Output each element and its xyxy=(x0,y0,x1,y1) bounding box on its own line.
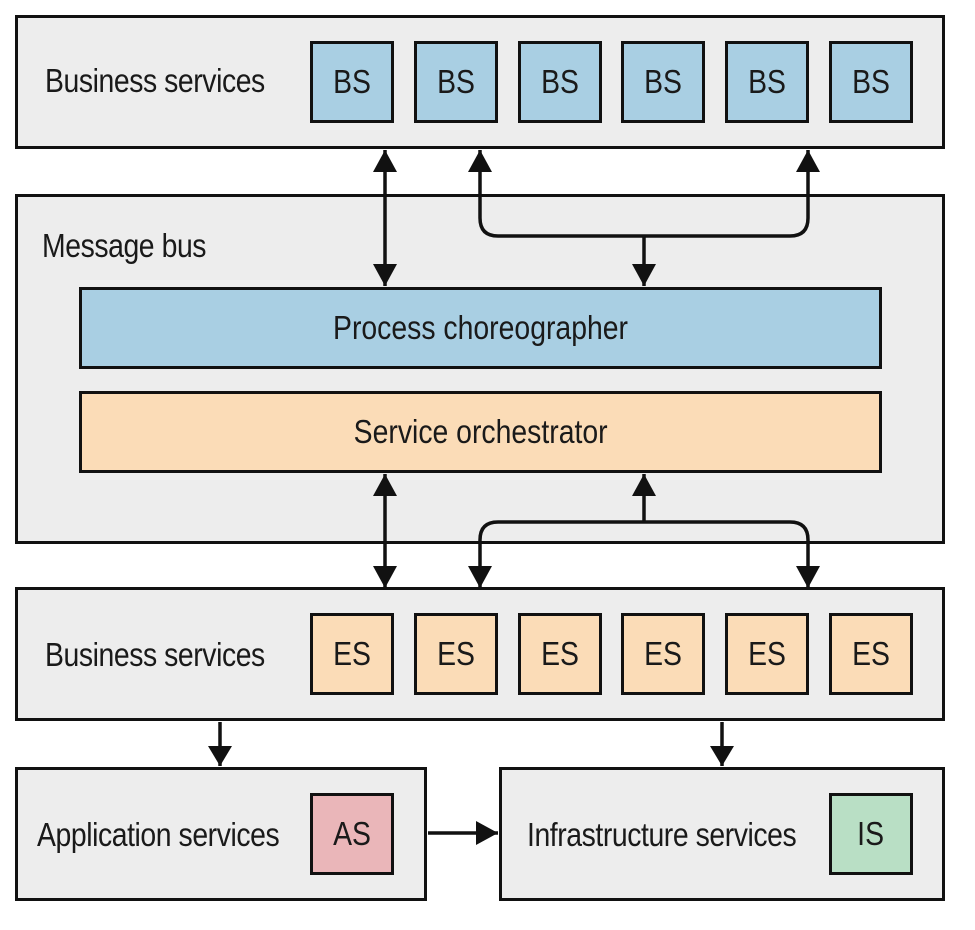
business-services-label-top: Business services xyxy=(45,62,265,99)
arrowhead-down-choreographer-left xyxy=(373,264,397,286)
arrowhead-up-bs5 xyxy=(796,150,820,172)
arrowhead-up-orchestrator-left xyxy=(373,474,397,496)
application-services-panel: Application services xyxy=(15,767,427,901)
infrastructure-services-label: Infrastructure services xyxy=(527,816,797,853)
application-services-label: Application services xyxy=(37,816,280,853)
es-box-2[interactable]: ES xyxy=(414,613,498,695)
process-choreographer-bar[interactable]: Process choreographer xyxy=(79,287,882,369)
bs-box-5[interactable]: BS xyxy=(725,41,809,123)
arrowhead-down-es2 xyxy=(468,566,492,588)
is-box[interactable]: IS xyxy=(829,793,913,875)
arrowhead-down-es5 xyxy=(796,566,820,588)
es-box-6[interactable]: ES xyxy=(829,613,913,695)
es-box-1[interactable]: ES xyxy=(310,613,394,695)
service-orchestrator-bar[interactable]: Service orchestrator xyxy=(79,391,882,473)
bs-box-2[interactable]: BS xyxy=(414,41,498,123)
bs-box-4[interactable]: BS xyxy=(621,41,705,123)
bs-box-6[interactable]: BS xyxy=(829,41,913,123)
fork-bottom xyxy=(478,520,810,588)
arrowhead-up-orchestrator-right xyxy=(632,474,656,496)
as-box[interactable]: AS xyxy=(310,793,394,875)
es-box-3[interactable]: ES xyxy=(518,613,602,695)
es-box-4[interactable]: ES xyxy=(621,613,705,695)
arrowhead-down-infrastructure xyxy=(710,746,734,766)
arrowhead-up-bs2 xyxy=(468,150,492,172)
arrowhead-down-application xyxy=(208,746,232,766)
fork-top xyxy=(478,150,810,238)
message-bus-label: Message bus xyxy=(42,227,207,264)
es-box-5[interactable]: ES xyxy=(725,613,809,695)
arrowhead-down-choreographer-right xyxy=(632,264,656,286)
bs-box-3[interactable]: BS xyxy=(518,41,602,123)
arrowhead-up-bs1 xyxy=(373,150,397,172)
business-services-label-bottom: Business services xyxy=(45,636,265,673)
arrowhead-right-infra xyxy=(476,821,498,845)
bs-box-1[interactable]: BS xyxy=(310,41,394,123)
message-bus-panel: Message bus xyxy=(15,194,945,544)
arrowhead-down-es1 xyxy=(373,566,397,588)
